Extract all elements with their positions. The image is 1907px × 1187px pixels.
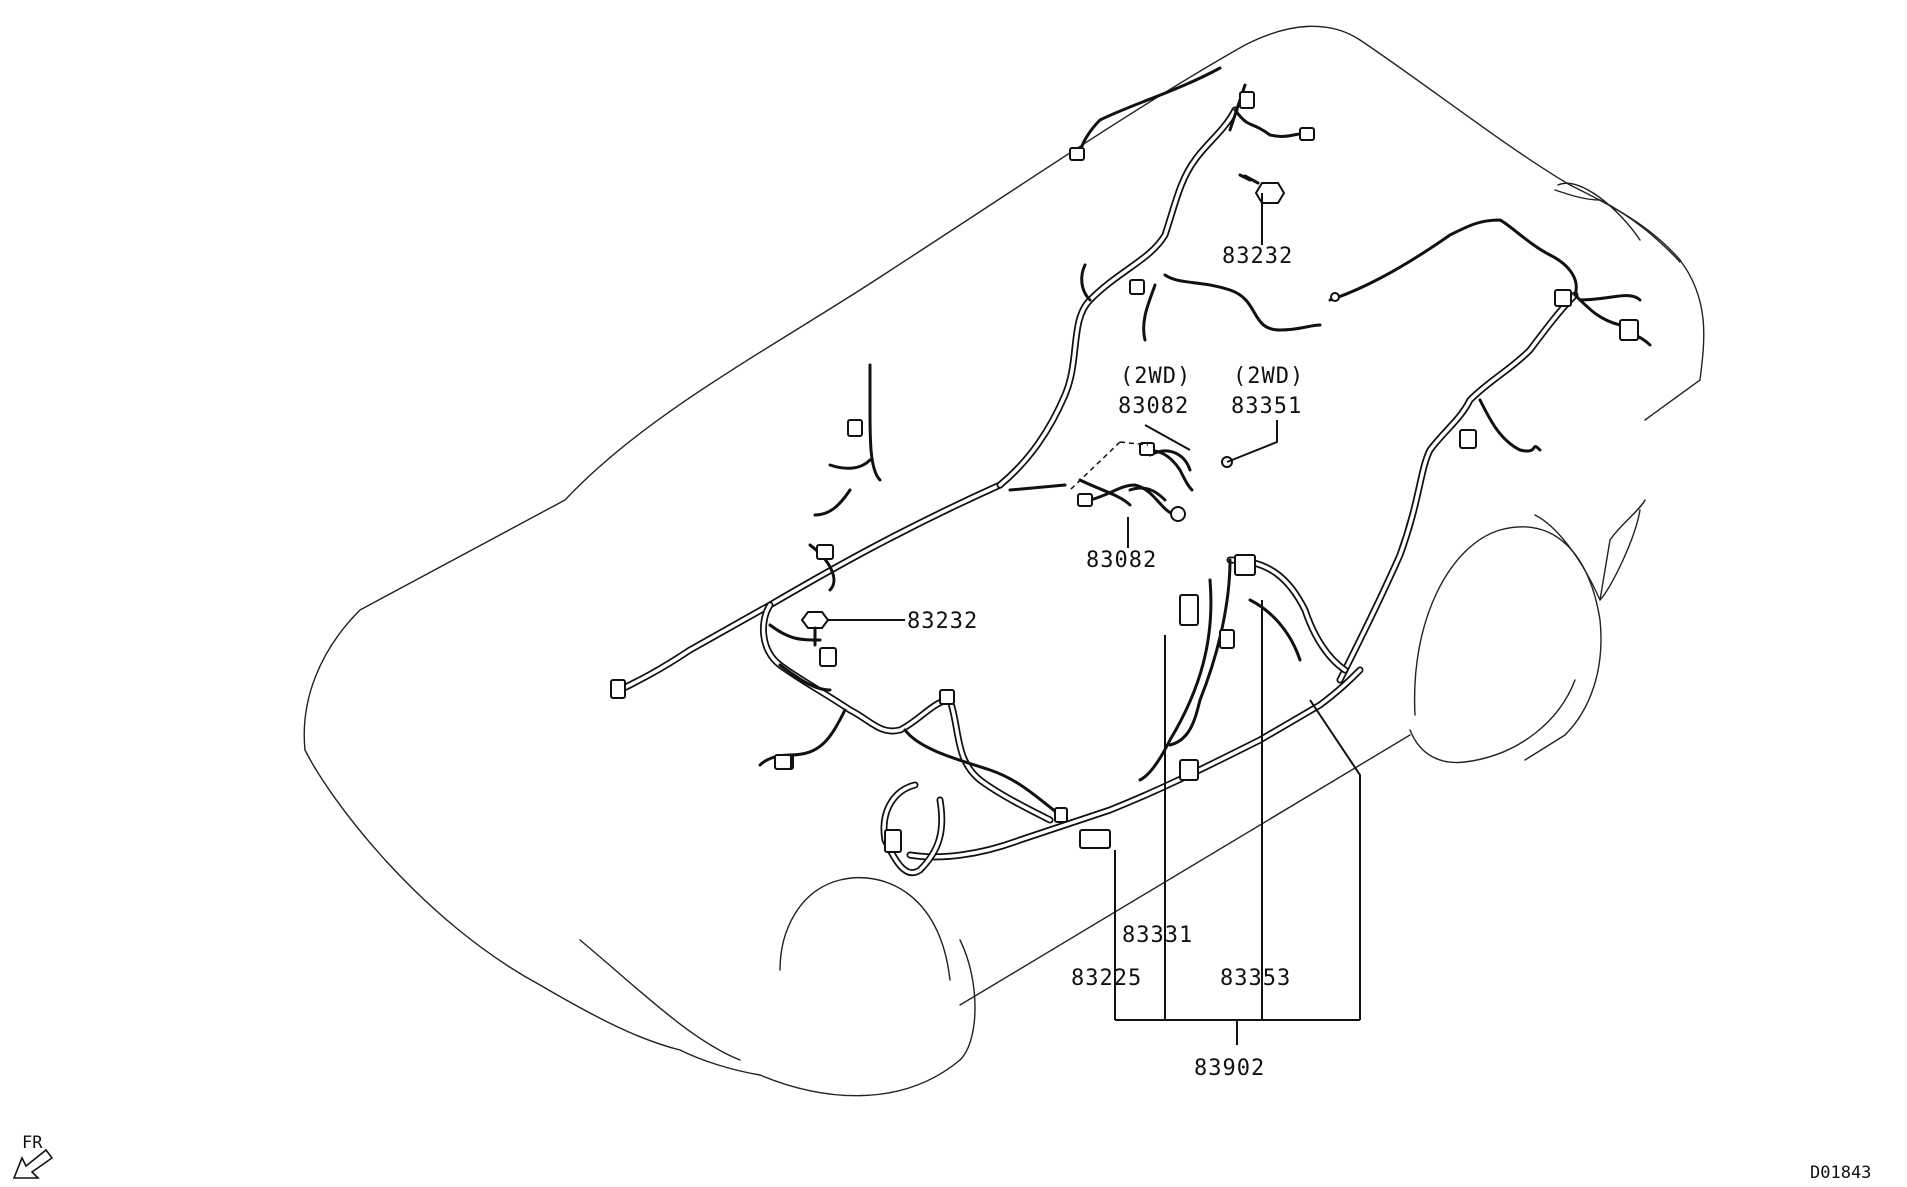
connector-rear-side [1459, 429, 1477, 449]
leader-83902-rear [1309, 699, 1361, 1020]
connector-floor-mid [1179, 759, 1199, 781]
connector-left-kick [774, 754, 792, 770]
callout-83082-top: 83082 [1118, 394, 1189, 419]
connector-front-left [610, 679, 626, 699]
callout-83353: 83353 [1220, 966, 1291, 991]
harness-center-drop [946, 696, 1054, 824]
connector-center-mid [1219, 629, 1235, 649]
arrow-front-left-icon [12, 1148, 54, 1179]
connector-floor-front [1054, 807, 1068, 823]
vehicle-body-outline [303, 25, 1705, 1097]
callouts: 83232 83232 (2WD) 83082 (2WD) 83351 8308… [907, 244, 1304, 1081]
connector-rear-top [1554, 289, 1572, 307]
leader-83082-top [1144, 424, 1191, 451]
connector-rear-right [1619, 319, 1639, 341]
bolt-middle [800, 611, 830, 647]
connector-dash-right [939, 689, 955, 705]
harness-left-trunk [616, 481, 1004, 694]
connectors [610, 91, 1639, 853]
connector-center-block [1179, 594, 1199, 626]
connector-front-loop [884, 829, 902, 853]
connector-floor-bracket [1079, 829, 1111, 849]
leader-83351 [1226, 420, 1278, 463]
harness-rear-riser [1336, 291, 1579, 684]
main-harness [616, 106, 1579, 876]
connector-dash-center [819, 647, 837, 667]
leader-lines [828, 193, 1361, 1045]
callout-83232-top: 83232 [1222, 244, 1293, 269]
callout-83082-top-note: (2WD) [1120, 364, 1191, 389]
callout-83331: 83331 [1122, 923, 1193, 948]
harness-front-loop [880, 781, 946, 876]
connector-left-door-low [816, 544, 834, 560]
harness-rear-loop [1226, 556, 1349, 674]
harness-floor-trunk [906, 666, 1364, 861]
callout-83351-note: (2WD) [1233, 364, 1304, 389]
orientation-marker: FR [12, 1133, 54, 1179]
orientation-label: FR [22, 1133, 43, 1153]
callout-83351: 83351 [1231, 394, 1302, 419]
drawing-code: D01843 [1810, 1163, 1871, 1183]
sub-harness-83082-upper [1139, 442, 1194, 492]
callout-83902: 83902 [1194, 1056, 1265, 1081]
harness-center-branch [759, 601, 954, 735]
branch-wires [758, 66, 1652, 817]
connector-center-upper [1234, 554, 1256, 576]
connector-pillar-mid [1129, 279, 1145, 295]
sub-harness-83082-lower [1077, 483, 1186, 522]
callout-83232-mid: 83232 [907, 609, 978, 634]
connector-roof-front [1069, 147, 1085, 161]
connector-roof-top [1239, 91, 1255, 109]
dashed-reference [1069, 441, 1149, 491]
callout-83082-bottom: 83082 [1086, 548, 1157, 573]
connector-left-door-top [847, 419, 863, 437]
harness-a-pillar [996, 106, 1239, 489]
connector-roof-right [1299, 127, 1315, 141]
callout-83225: 83225 [1071, 966, 1142, 991]
connector-roof-end [1330, 292, 1340, 302]
